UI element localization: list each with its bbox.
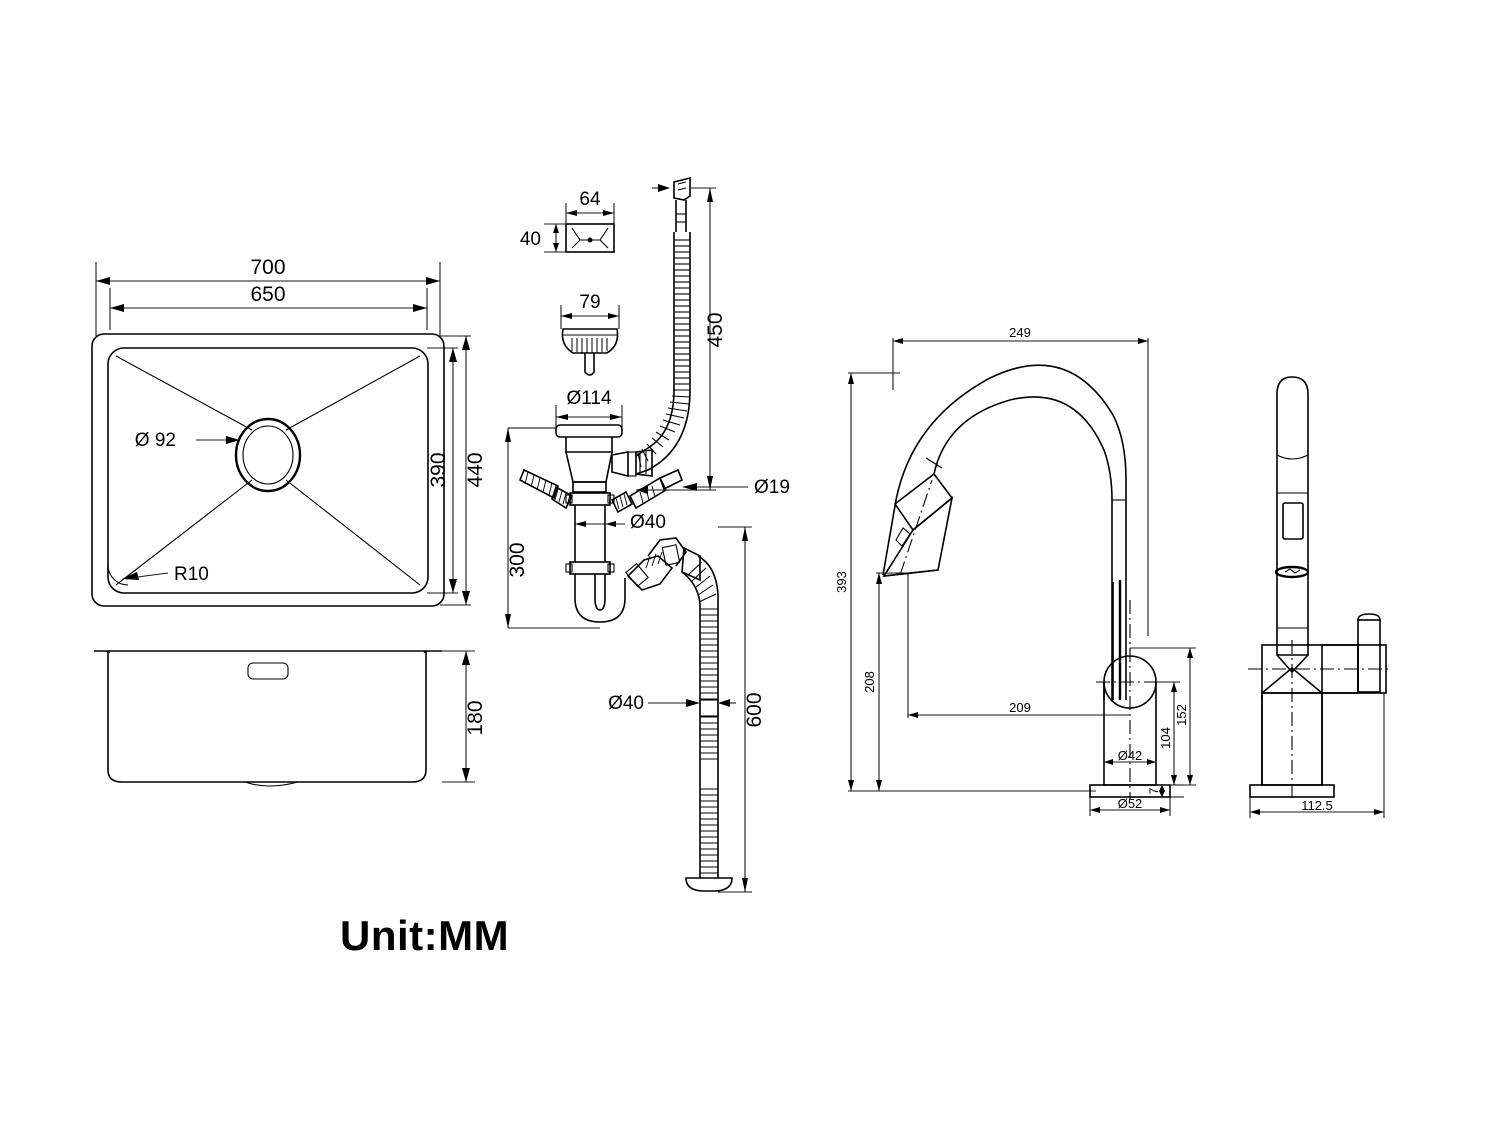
dim-label-450: 450 — [704, 312, 727, 347]
unit-note: Unit:MM — [340, 912, 509, 959]
dim-label-249: 249 — [1009, 325, 1031, 340]
dim-label-393: 393 — [834, 571, 849, 593]
dim-faucet-height: 393 — [834, 372, 1096, 792]
dim-label-104: 104 — [1158, 727, 1173, 749]
dim-branch-hose-diameter: Ø19 — [682, 477, 790, 498]
dim-label-79: 79 — [579, 292, 600, 313]
dim-sink-depth: 180 — [442, 650, 487, 783]
dim-trap-pipe-diameter: Ø40 — [575, 512, 666, 533]
faucet-side-view: 112.5 — [1248, 376, 1392, 818]
sink-top-view: 700 650 440 390 — [91, 256, 487, 607]
dim-body-height: 104 — [1156, 681, 1180, 786]
dim-faucet-side-depth: 112.5 — [1249, 693, 1385, 818]
faucet-column — [1089, 580, 1176, 800]
overflow-hose-part: 450 — [635, 176, 727, 494]
dim-label-208: 208 — [862, 671, 877, 693]
dim-drain-hole-diameter: Ø 92 — [135, 430, 240, 451]
dim-label-152: 152 — [1174, 704, 1189, 726]
sink-drain-hole — [234, 417, 302, 493]
dim-label-d40-trap: Ø40 — [630, 512, 666, 533]
dim-label-300: 300 — [506, 542, 529, 577]
left-branch-hose — [518, 468, 574, 510]
dim-label-209: 209 — [1009, 700, 1031, 715]
dim-spout-outlet-offset: 209 — [907, 573, 1129, 718]
strainer-basket-part: 79 — [560, 292, 620, 376]
faucet-spout-body — [882, 364, 1127, 636]
sink-bowl-outline — [107, 347, 429, 594]
sink-overflow-slot — [247, 662, 289, 680]
dim-flange-diameter: Ø114 — [555, 388, 623, 428]
dim-label-7: 7 — [1147, 787, 1161, 794]
sink-outer-rim — [91, 333, 445, 607]
dim-sink-outer-width: 700 — [95, 256, 441, 336]
dim-sink-outer-height: 440 — [440, 335, 487, 606]
dim-body-diameter: Ø42 — [1104, 748, 1156, 765]
faucet-spray-head — [882, 472, 954, 577]
dim-label-700: 700 — [250, 256, 285, 279]
dim-base-diameter: Ø52 — [1089, 796, 1171, 816]
dim-spout-outlet-height: 208 — [862, 572, 912, 791]
dim-label-d40-outlet: Ø40 — [608, 693, 644, 714]
drain-assembly-view: 64 40 — [505, 176, 790, 893]
dim-label-d42: Ø42 — [1118, 748, 1143, 763]
dim-label-600: 600 — [743, 692, 766, 727]
faucet-front-view: 249 393 208 209 — [834, 325, 1196, 816]
dim-faucet-reach: 249 — [892, 325, 1149, 636]
dim-label-180: 180 — [464, 700, 487, 735]
dim-label-64: 64 — [579, 189, 601, 210]
dim-corner-radius: R10 — [107, 564, 209, 586]
dim-label-d92: Ø 92 — [135, 430, 176, 451]
dim-handle-height: 152 — [1130, 647, 1196, 786]
dim-label-d19: Ø19 — [754, 477, 790, 498]
outlet-hose-part: Ø40 600 — [608, 526, 766, 893]
dim-label-d114: Ø114 — [566, 388, 612, 409]
faucet-side-body — [1248, 613, 1392, 800]
dim-label-650: 650 — [250, 283, 285, 306]
dim-base-plate-thickness: 7 — [1147, 784, 1184, 798]
sink-bowl-taper-lines — [115, 355, 421, 586]
dim-label-390: 390 — [427, 452, 450, 487]
dim-label-112-5: 112.5 — [1301, 798, 1333, 813]
dim-outlet-hose-diameter: Ø40 — [608, 693, 736, 714]
overflow-cover-part: 64 40 — [520, 189, 615, 253]
dim-label-40: 40 — [520, 229, 541, 250]
dim-label-r10: R10 — [174, 564, 209, 585]
sink-side-view: 180 — [94, 650, 487, 787]
waste-body-part — [508, 424, 637, 623]
dim-outlet-hose-length: 600 — [718, 526, 766, 893]
dim-sink-inner-height: 390 — [427, 347, 458, 594]
dim-trap-height: 300 — [505, 428, 600, 629]
dim-label-d52: Ø52 — [1118, 796, 1143, 811]
dim-label-440: 440 — [464, 452, 487, 487]
faucet-side-wand — [1274, 376, 1310, 674]
dim-sink-inner-width: 650 — [109, 283, 428, 330]
